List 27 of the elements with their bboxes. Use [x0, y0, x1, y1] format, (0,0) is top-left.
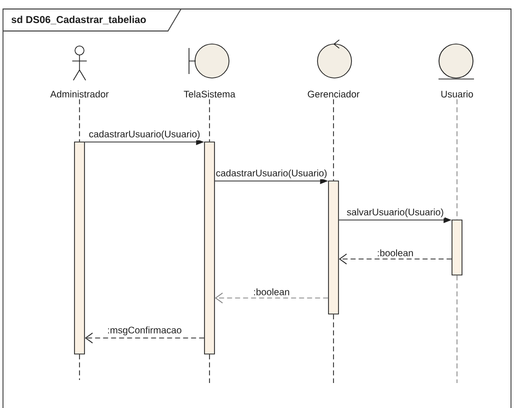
message-label: :boolean — [376, 248, 414, 258]
participant-name: Administrador — [50, 90, 109, 98]
participant-name: TelaSistema — [184, 90, 236, 98]
lifeline — [333, 314, 334, 384]
return-arrow — [338, 254, 452, 264]
activation-bar — [74, 142, 85, 354]
activation-bar — [328, 180, 339, 314]
lifeline — [209, 354, 210, 384]
frame-title: sd DS06_Cadastrar_tabeliao — [2, 8, 182, 32]
lifeline — [456, 98, 458, 220]
activation-bar — [452, 220, 462, 276]
message-label: :msgConfirmacao — [106, 325, 183, 336]
message-label: salvarUsuario(Usuario) — [346, 207, 445, 218]
return-arrow — [84, 332, 204, 344]
participant-name: Gerenciador — [308, 90, 360, 98]
lifeline — [79, 354, 80, 380]
message-label: cadastrarUsuario(Usuario) — [215, 168, 328, 180]
participant-name: Usuario — [441, 90, 473, 98]
message-label: cadastrarUsuario(Usuario) — [88, 129, 201, 140]
activation-bar — [204, 142, 215, 354]
lifeline — [456, 275, 458, 384]
lifeline — [333, 98, 334, 181]
lifeline — [79, 98, 80, 142]
lifeline — [209, 98, 210, 142]
sequence-frame — [2, 8, 512, 408]
message-label: :boolean — [252, 287, 291, 296]
return-arrow — [214, 292, 328, 304]
